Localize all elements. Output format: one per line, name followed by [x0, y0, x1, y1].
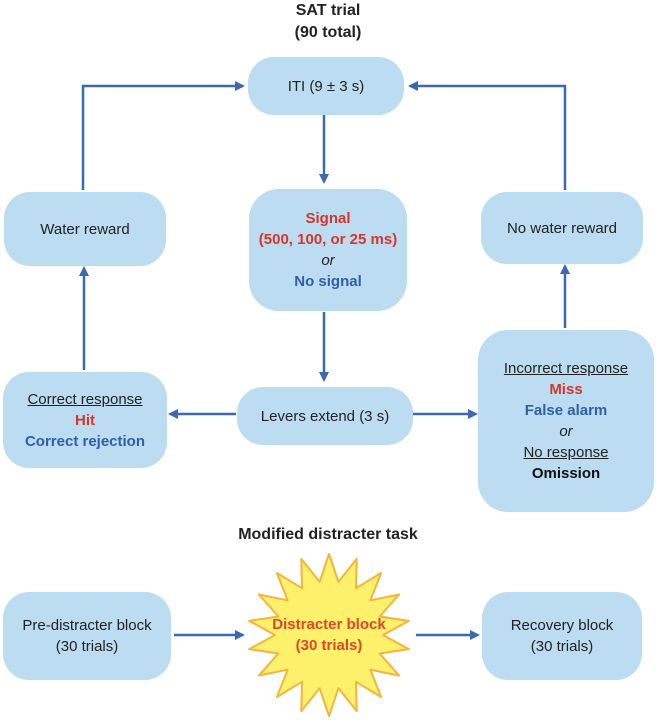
false-alarm-label: False alarm	[524, 402, 608, 419]
correct-response-box: Correct response Hit Correct rejection	[3, 372, 167, 468]
iti-label: ITI (9 ± 3 s)	[287, 77, 365, 95]
water-reward-box: Water reward	[4, 192, 166, 266]
recovery-trials: (30 trials)	[530, 638, 594, 655]
pre-distracter-box: Pre-distracter block (30 trials)	[3, 592, 171, 680]
iti-box: ITI (9 ± 3 s)	[248, 57, 404, 115]
pre-distracter-label: Pre-distracter block	[22, 617, 152, 634]
omission-label: Omission	[531, 465, 601, 482]
pre-distracter-trials: (30 trials)	[55, 638, 119, 655]
no-response-label: No response	[523, 444, 609, 461]
sat-title-line2: (90 total)	[294, 24, 362, 41]
arrow-nowater-to-iti	[408, 81, 567, 190]
hit-label: Hit	[75, 411, 95, 429]
signal-label: Signal	[305, 210, 351, 227]
arrow-water-to-iti	[81, 81, 245, 190]
miss-label: Miss	[549, 381, 583, 398]
distracter-block-trials: (30 trials)	[295, 637, 363, 654]
no-signal-label: No signal	[294, 273, 362, 290]
signal-or: or	[321, 252, 335, 269]
levers-extend-label: Levers extend (3 s)	[260, 407, 390, 425]
recovery-box: Recovery block (30 trials)	[482, 592, 642, 680]
recovery-label: Recovery block	[510, 617, 614, 634]
incorrect-response-label: Incorrect response	[503, 360, 629, 377]
incorrect-or: or	[559, 423, 573, 440]
signal-durations: (500, 100, or 25 ms)	[258, 231, 398, 248]
distracter-block-label: Distracter block	[272, 616, 386, 633]
correct-rejection-label: Correct rejection	[24, 432, 146, 450]
correct-response-label: Correct response	[27, 390, 143, 408]
distracter-block-label-group: Distracter block (30 trials)	[246, 552, 412, 718]
distracter-starburst	[248, 553, 410, 717]
distracter-title: Modified distracter task	[238, 526, 418, 543]
levers-extend-box: Levers extend (3 s)	[237, 387, 413, 445]
incorrect-response-box: Incorrect response Miss False alarm or N…	[478, 330, 654, 512]
water-reward-label: Water reward	[40, 220, 130, 238]
signal-box: Signal (500, 100, or 25 ms) or No signal	[249, 189, 407, 311]
no-water-reward-box: No water reward	[481, 192, 643, 264]
sat-title-line1: SAT trial	[295, 2, 361, 19]
no-water-reward-label: No water reward	[506, 219, 618, 237]
